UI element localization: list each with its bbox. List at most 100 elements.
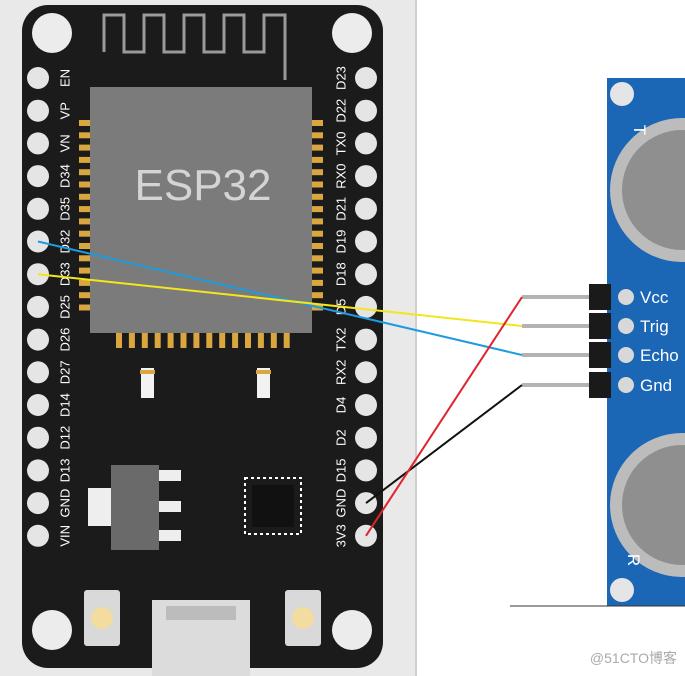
- chip-pad: [311, 132, 323, 139]
- pin-vn-left: [27, 132, 49, 155]
- pin-label: TX2: [333, 328, 348, 352]
- pin-label: 3V3: [333, 524, 348, 547]
- chip-pad: [311, 230, 323, 237]
- pin-d12-left: [27, 426, 49, 449]
- mounting-hole: [332, 13, 372, 53]
- pin-label: D13: [57, 458, 72, 482]
- chip-pad: [311, 255, 323, 262]
- pin-vp-left: [27, 99, 49, 122]
- chip-pad: [141, 332, 148, 348]
- watermark: @51CTO博客: [589, 650, 677, 666]
- transmitter-mark: T: [630, 125, 649, 135]
- chip-pad: [193, 332, 200, 348]
- pin-label: D18: [333, 262, 348, 286]
- pin-label: D2: [333, 429, 348, 446]
- chip-pad: [311, 120, 323, 126]
- mounting-hole: [32, 13, 72, 53]
- sensor-pin-gnd: [618, 377, 634, 393]
- wire-d32-to-echo: [37, 240, 523, 356]
- chip-pad: [128, 332, 135, 348]
- pin-label: GND: [333, 489, 348, 518]
- chip-pad: [79, 144, 91, 151]
- chip-pad: [79, 169, 91, 176]
- pin-label: D26: [57, 328, 72, 352]
- pin-label: VIN: [57, 525, 72, 547]
- receiver-mark: R: [624, 554, 643, 566]
- chip-pad: [79, 132, 91, 139]
- chip-pad: [219, 332, 226, 348]
- chip-pad: [116, 332, 122, 348]
- pin-tx2-right: [355, 328, 377, 351]
- left-pin-header: ENVPVND34D35D32D33D25D26D27D14D12D13GNDV…: [27, 67, 72, 547]
- sensor-pin-label: Trig: [640, 317, 669, 336]
- pin-label: D4: [333, 397, 348, 414]
- pin-label: D25: [57, 295, 72, 319]
- pin-label: VP: [57, 102, 72, 119]
- chip-pad: [154, 332, 161, 348]
- pin-d2-right: [355, 426, 377, 449]
- pin-label: D19: [333, 230, 348, 254]
- boot-button[interactable]: [285, 590, 321, 646]
- chip-pad: [79, 181, 91, 188]
- sensor-pin-label: Echo: [640, 346, 679, 365]
- mounting-hole: [610, 578, 634, 602]
- pin-vin-left: [27, 524, 49, 547]
- sensor-pin-housing: [589, 342, 611, 368]
- chip-pad: [79, 206, 91, 213]
- chip-pad: [79, 156, 91, 163]
- chip-pad: [79, 279, 91, 286]
- chip-pad: [79, 255, 91, 262]
- chip-pad: [79, 243, 91, 249]
- mounting-hole: [332, 610, 372, 650]
- pin-label: RX0: [333, 163, 348, 188]
- pin-d4-right: [355, 394, 377, 416]
- pin-rx0-right: [355, 165, 377, 188]
- sensor-pin-housing: [589, 313, 611, 339]
- pin-gnd-left: [27, 492, 49, 515]
- pin-d15-right: [355, 459, 377, 482]
- pin-label: D22: [333, 99, 348, 123]
- pin-d26-left: [27, 328, 49, 351]
- wire-d33-to-trig: [37, 273, 523, 327]
- chip-pad: [79, 120, 91, 126]
- pin-d18-right: [355, 263, 377, 286]
- pin-label: D27: [57, 360, 72, 384]
- chip-pad: [311, 156, 323, 163]
- wire-gnd-to-gnd: [365, 384, 523, 504]
- chip-pad: [311, 267, 323, 274]
- chip-pad: [79, 193, 91, 200]
- pin-tx0-right: [355, 132, 377, 155]
- sensor-pin-trig: [618, 318, 634, 334]
- pin-label: TX0: [333, 131, 348, 155]
- pin-d13-left: [27, 459, 49, 482]
- pin-d5-right: [355, 295, 377, 318]
- chip-pad: [311, 279, 323, 286]
- pin-label: D21: [333, 197, 348, 221]
- chip-pad: [206, 332, 213, 348]
- mounting-hole: [610, 82, 634, 106]
- micro-usb-port[interactable]: [152, 600, 250, 676]
- chip-pad: [311, 193, 323, 200]
- pin-d27-left: [27, 361, 49, 384]
- pin-label: D12: [57, 426, 72, 450]
- en-button[interactable]: [84, 590, 120, 646]
- sensor-pin-housing: [589, 372, 611, 398]
- chip-pad: [79, 267, 91, 274]
- chip-label: ESP32: [135, 161, 272, 210]
- pin-d23-right: [355, 67, 377, 89]
- sensor-pin-vcc: [618, 289, 634, 305]
- chip-pad: [270, 332, 277, 348]
- pin-label: D35: [57, 197, 72, 221]
- usb-serial-chip: [244, 477, 302, 535]
- pin-d34-left: [27, 165, 49, 188]
- sensor-pin-label: Gnd: [640, 376, 672, 395]
- chip-pad: [311, 206, 323, 213]
- chip-pad: [167, 332, 174, 348]
- pin-label: RX2: [333, 360, 348, 385]
- chip-pad: [180, 332, 187, 348]
- wire-3v3-to-vcc: [365, 296, 523, 537]
- pin-rx2-right: [355, 361, 377, 384]
- pin-d14-left: [27, 394, 49, 416]
